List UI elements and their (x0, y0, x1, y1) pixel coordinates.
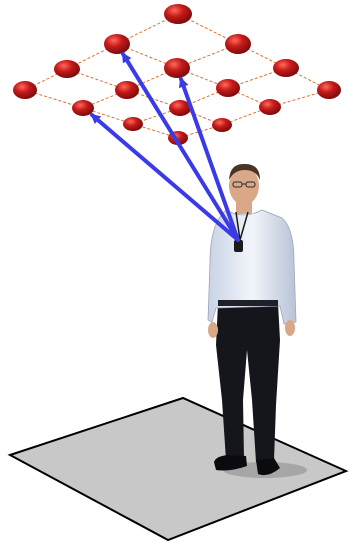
sphere-node-icon (169, 100, 191, 116)
sphere-node-icon (13, 81, 37, 99)
arrow-icon (121, 52, 240, 242)
person-hair (229, 163, 260, 180)
sphere-node-icon (164, 58, 190, 78)
sphere-node-icon (212, 118, 232, 132)
arrow-icon (90, 113, 240, 242)
sphere-node-icon (72, 100, 94, 116)
link (179, 87, 229, 109)
sphere-nodes (13, 4, 341, 145)
sphere-node-icon (216, 79, 240, 97)
arrow-icon (178, 77, 240, 242)
person-shoe-right (256, 458, 280, 476)
wearable-device-icon (234, 240, 243, 252)
sphere-node-icon (123, 117, 143, 131)
sphere-node-icon (317, 81, 341, 99)
sphere-node-icon (54, 60, 80, 78)
person-shirt (207, 209, 297, 325)
person-hand-left (208, 322, 218, 338)
person-glasses (232, 181, 256, 188)
link (237, 43, 287, 69)
sphere-node-icon (104, 34, 130, 54)
arrows (90, 52, 240, 242)
person-head (229, 167, 259, 205)
person-hand-right (285, 320, 295, 336)
person-trousers (216, 303, 280, 462)
link (82, 107, 134, 125)
sphere-node-icon (115, 81, 139, 99)
sphere-node-icon (259, 99, 281, 115)
sphere-node-icon (164, 4, 192, 24)
sphere-node-icon (273, 59, 299, 77)
standing-person-icon (207, 163, 297, 476)
person-shoe-left (214, 455, 247, 471)
sphere-node-icon (225, 34, 251, 54)
person-belt (218, 300, 278, 306)
